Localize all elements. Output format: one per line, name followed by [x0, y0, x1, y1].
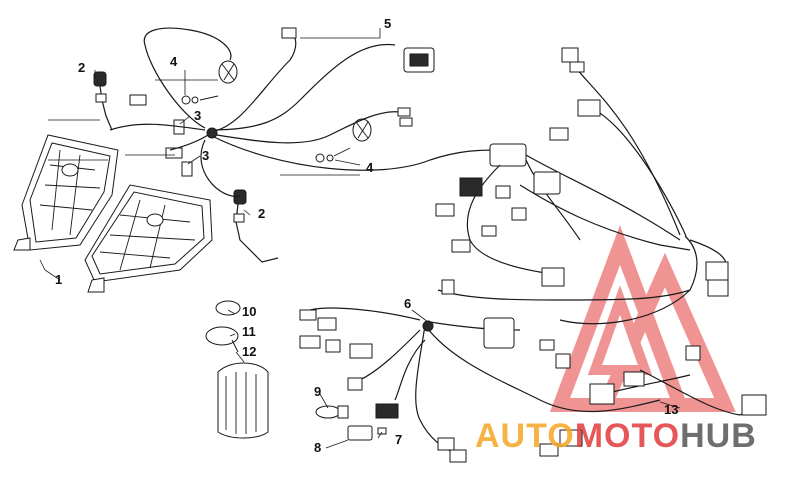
- callout-4a: 4: [170, 54, 178, 69]
- callout-2b: 2: [258, 206, 265, 221]
- callouts: 1 2 2 3 3 4 4 5 6 7 8 9 10 11 12 13: [55, 16, 678, 455]
- ring-part-10: [215, 300, 241, 316]
- callout-8: 8: [314, 440, 321, 455]
- watermark-hub: HUB: [680, 417, 757, 455]
- callout-2a: 2: [78, 60, 85, 75]
- callout-7: 7: [395, 432, 402, 447]
- svg-text:AUTOMOTOHUB: AUTOMOTOHUB: [475, 417, 757, 455]
- watermark-text: AUTOMOTOHUB: [475, 417, 757, 455]
- watermark-logo: [549, 225, 736, 412]
- sleeve-part-12: [217, 362, 269, 439]
- callout-5: 5: [384, 16, 391, 31]
- watermark-auto: AUTO: [475, 417, 575, 455]
- bulb-socket-upper: [93, 60, 238, 135]
- headlight-left: [13, 134, 119, 251]
- callout-4b: 4: [366, 160, 374, 175]
- headlight-harness: [109, 27, 527, 197]
- clamp-part-11: [205, 326, 239, 353]
- callout-1: 1: [55, 272, 62, 287]
- callout-10: 10: [242, 304, 256, 319]
- clip-part-7: [377, 427, 387, 435]
- watermark-moto: MOTO: [575, 417, 680, 455]
- leader-lines: [39, 28, 681, 449]
- headlight-right: [84, 184, 213, 293]
- callout-9: 9: [314, 384, 321, 399]
- bulb-part-9: [315, 405, 349, 419]
- callout-3b: 3: [202, 148, 209, 163]
- callout-12: 12: [242, 344, 256, 359]
- main-harness: [299, 47, 767, 463]
- callout-11: 11: [242, 324, 256, 339]
- callout-6: 6: [404, 296, 411, 311]
- callout-13: 13: [664, 402, 678, 417]
- bulb-socket-lower: [165, 118, 372, 263]
- callout-3a: 3: [194, 108, 201, 123]
- module-part-8: [347, 425, 373, 441]
